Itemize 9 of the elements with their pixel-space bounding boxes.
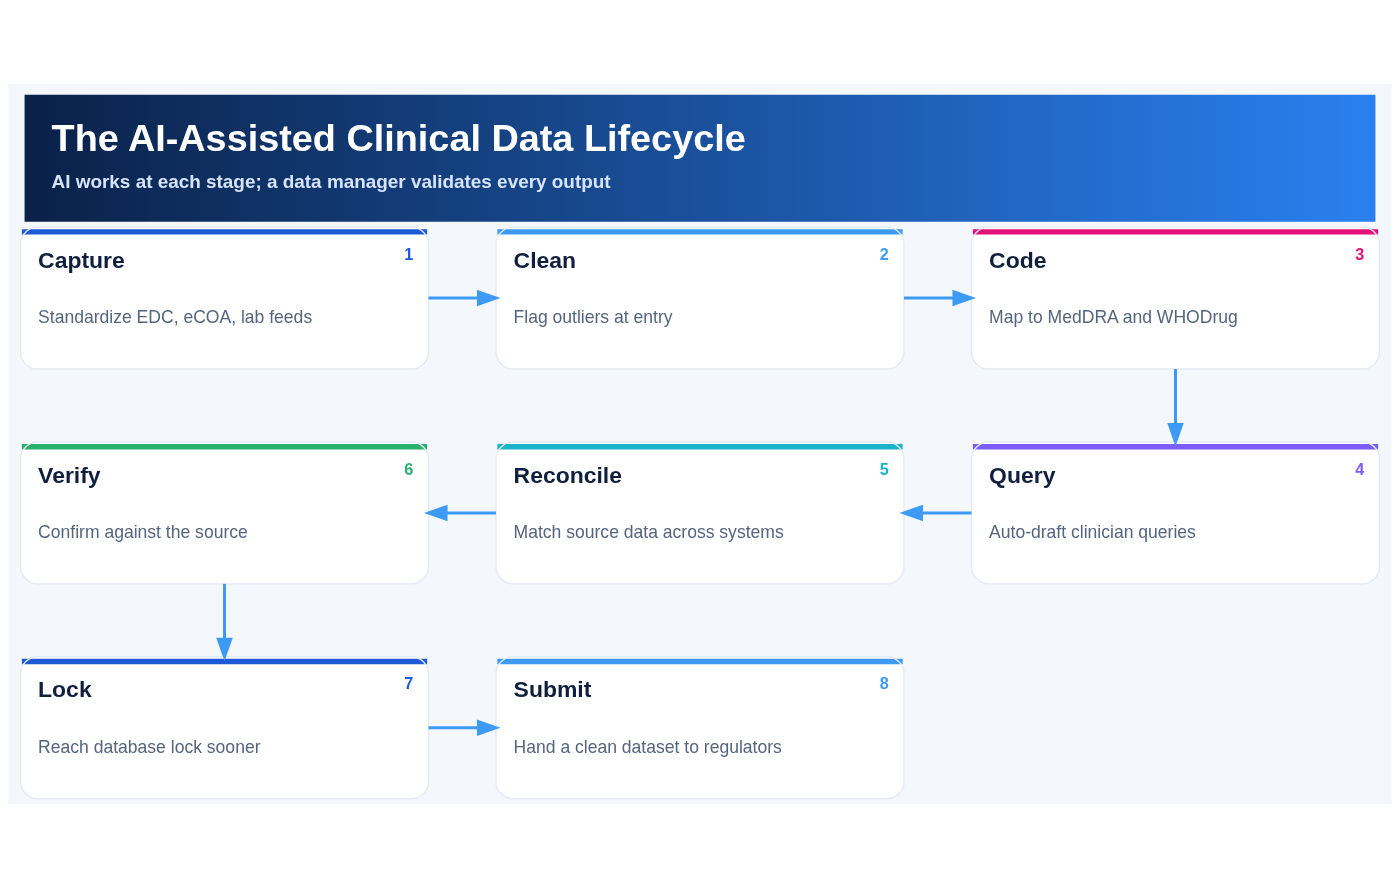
diagram-title: The AI-Assisted Clinical Data Lifecycle: [51, 116, 746, 159]
arrow: [428, 289, 501, 306]
arrow: [1167, 368, 1184, 446]
arrow: [424, 504, 496, 521]
arrow: [904, 289, 976, 306]
caption: AI works at each stage; a data manager validates every output: [51, 170, 611, 192]
arrow: [216, 583, 233, 661]
arrow: [428, 718, 501, 736]
arrow: [899, 504, 972, 521]
